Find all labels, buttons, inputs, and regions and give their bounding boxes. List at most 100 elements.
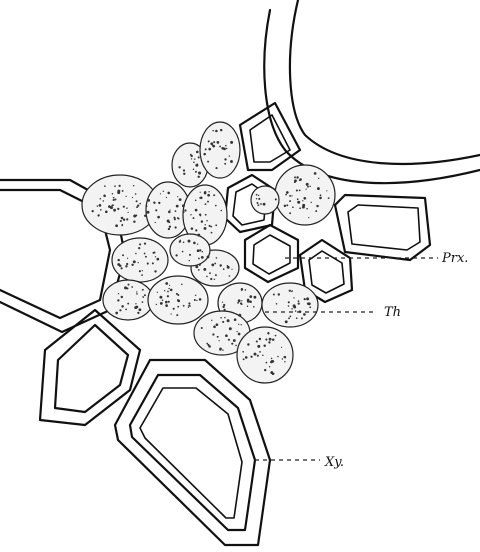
stipple-dot xyxy=(296,176,298,178)
stipple-dot xyxy=(135,215,137,217)
stipple-dot xyxy=(318,178,319,179)
stipple-dot xyxy=(191,227,194,230)
stipple-dot xyxy=(298,302,300,304)
stipple-dot xyxy=(133,185,134,186)
stipple-dot xyxy=(198,156,200,158)
stipple-dot xyxy=(316,205,318,207)
stipple-dot xyxy=(231,269,232,270)
stipple-dot xyxy=(305,188,306,189)
stipple-dot xyxy=(254,296,257,299)
stipple-dot xyxy=(198,176,200,178)
stipple-dot xyxy=(193,168,195,170)
stipple-dot xyxy=(121,305,124,308)
stipple-dot xyxy=(303,313,306,316)
stipple-dot xyxy=(306,208,308,210)
stipple-dot xyxy=(294,181,296,183)
stipple-dot xyxy=(181,284,183,286)
stipple-dot xyxy=(138,247,140,249)
stipple-dot xyxy=(317,187,320,190)
stipple-dot xyxy=(194,158,195,159)
stipple-dot xyxy=(179,198,182,201)
stipple-dot xyxy=(270,371,273,374)
stipple-dot xyxy=(195,164,198,167)
stipple-dot xyxy=(224,163,226,165)
stipple-dot xyxy=(111,204,113,206)
stipple-dot xyxy=(247,306,248,307)
stipple-dot xyxy=(183,211,185,213)
stipple-dot xyxy=(139,270,141,272)
stipple-dot xyxy=(170,289,173,292)
stipple-dot xyxy=(291,308,293,310)
stipple-dot xyxy=(189,254,191,256)
stipple-dot xyxy=(241,300,242,301)
stipple-dot xyxy=(254,353,257,356)
stipple-dot xyxy=(271,358,273,360)
stipple-dot xyxy=(304,298,306,300)
stipple-dot xyxy=(139,243,141,245)
stipple-dot xyxy=(281,347,282,348)
stipple-dot xyxy=(135,303,136,304)
stipple-dot xyxy=(216,323,219,326)
stipple-dot xyxy=(309,185,311,187)
stipple-dot xyxy=(243,358,245,360)
stipple-dot xyxy=(195,229,197,231)
stipple-dot xyxy=(195,209,198,212)
stipple-dot xyxy=(233,339,236,342)
stipple-dot xyxy=(145,215,147,217)
stipple-dot xyxy=(117,259,119,261)
stipple-dot xyxy=(299,207,301,209)
stipple-dot xyxy=(301,317,303,319)
stipple-dot xyxy=(230,141,233,144)
stipple-dot xyxy=(209,272,211,274)
stipple-dot xyxy=(157,292,158,293)
stipple-dot xyxy=(174,218,176,220)
stipple-dot xyxy=(154,270,156,272)
stipple-dot xyxy=(117,190,120,193)
stipple-dot xyxy=(278,293,280,295)
stipple-dot xyxy=(168,228,170,230)
stipple-dot xyxy=(269,366,270,367)
stipple-dot xyxy=(126,287,128,289)
stipple-dot xyxy=(298,300,300,302)
stipple-dot xyxy=(306,183,309,186)
stipple-dot xyxy=(207,255,210,258)
stipple-dot xyxy=(157,216,160,219)
stipple-dot xyxy=(205,214,207,216)
stipple-dot xyxy=(284,205,286,207)
stipple-dot xyxy=(132,197,133,198)
stipple-dot xyxy=(155,209,157,211)
stipple-dot xyxy=(211,264,214,267)
stipple-dot xyxy=(183,173,185,175)
stipple-dot xyxy=(262,354,264,356)
stipple-dot xyxy=(133,220,135,222)
stipple-dot xyxy=(234,318,237,321)
stipple-dot xyxy=(208,148,211,151)
stipple-dot xyxy=(199,298,202,301)
stipple-dot xyxy=(199,197,200,198)
stipple-dot xyxy=(179,240,181,242)
stipple-dot xyxy=(123,206,125,208)
stipple-dot xyxy=(131,264,133,266)
stipple-dot xyxy=(166,197,167,198)
stipple-dot xyxy=(120,267,122,269)
stipple-dot xyxy=(165,304,168,307)
stipple-dot xyxy=(215,205,217,207)
stipple-dot xyxy=(289,212,291,214)
stipple-dot xyxy=(205,148,207,150)
stipple-dot xyxy=(199,173,200,174)
stipple-dot xyxy=(190,214,191,215)
xylem-vessel xyxy=(115,360,270,545)
stipple-dot xyxy=(265,339,267,341)
stipple-dot xyxy=(222,321,224,323)
stipple-dot xyxy=(115,312,118,315)
stipple-dot xyxy=(215,130,218,133)
stipple-dot xyxy=(242,351,244,353)
stipple-dot xyxy=(213,141,215,143)
stipple-dot xyxy=(285,320,288,323)
stipple-dot xyxy=(128,212,129,213)
stipple-dot xyxy=(178,166,180,168)
stipple-dot xyxy=(176,205,179,208)
stipple-dot xyxy=(288,305,290,307)
stipple-dot xyxy=(126,207,128,209)
stipple-dot xyxy=(191,158,192,159)
